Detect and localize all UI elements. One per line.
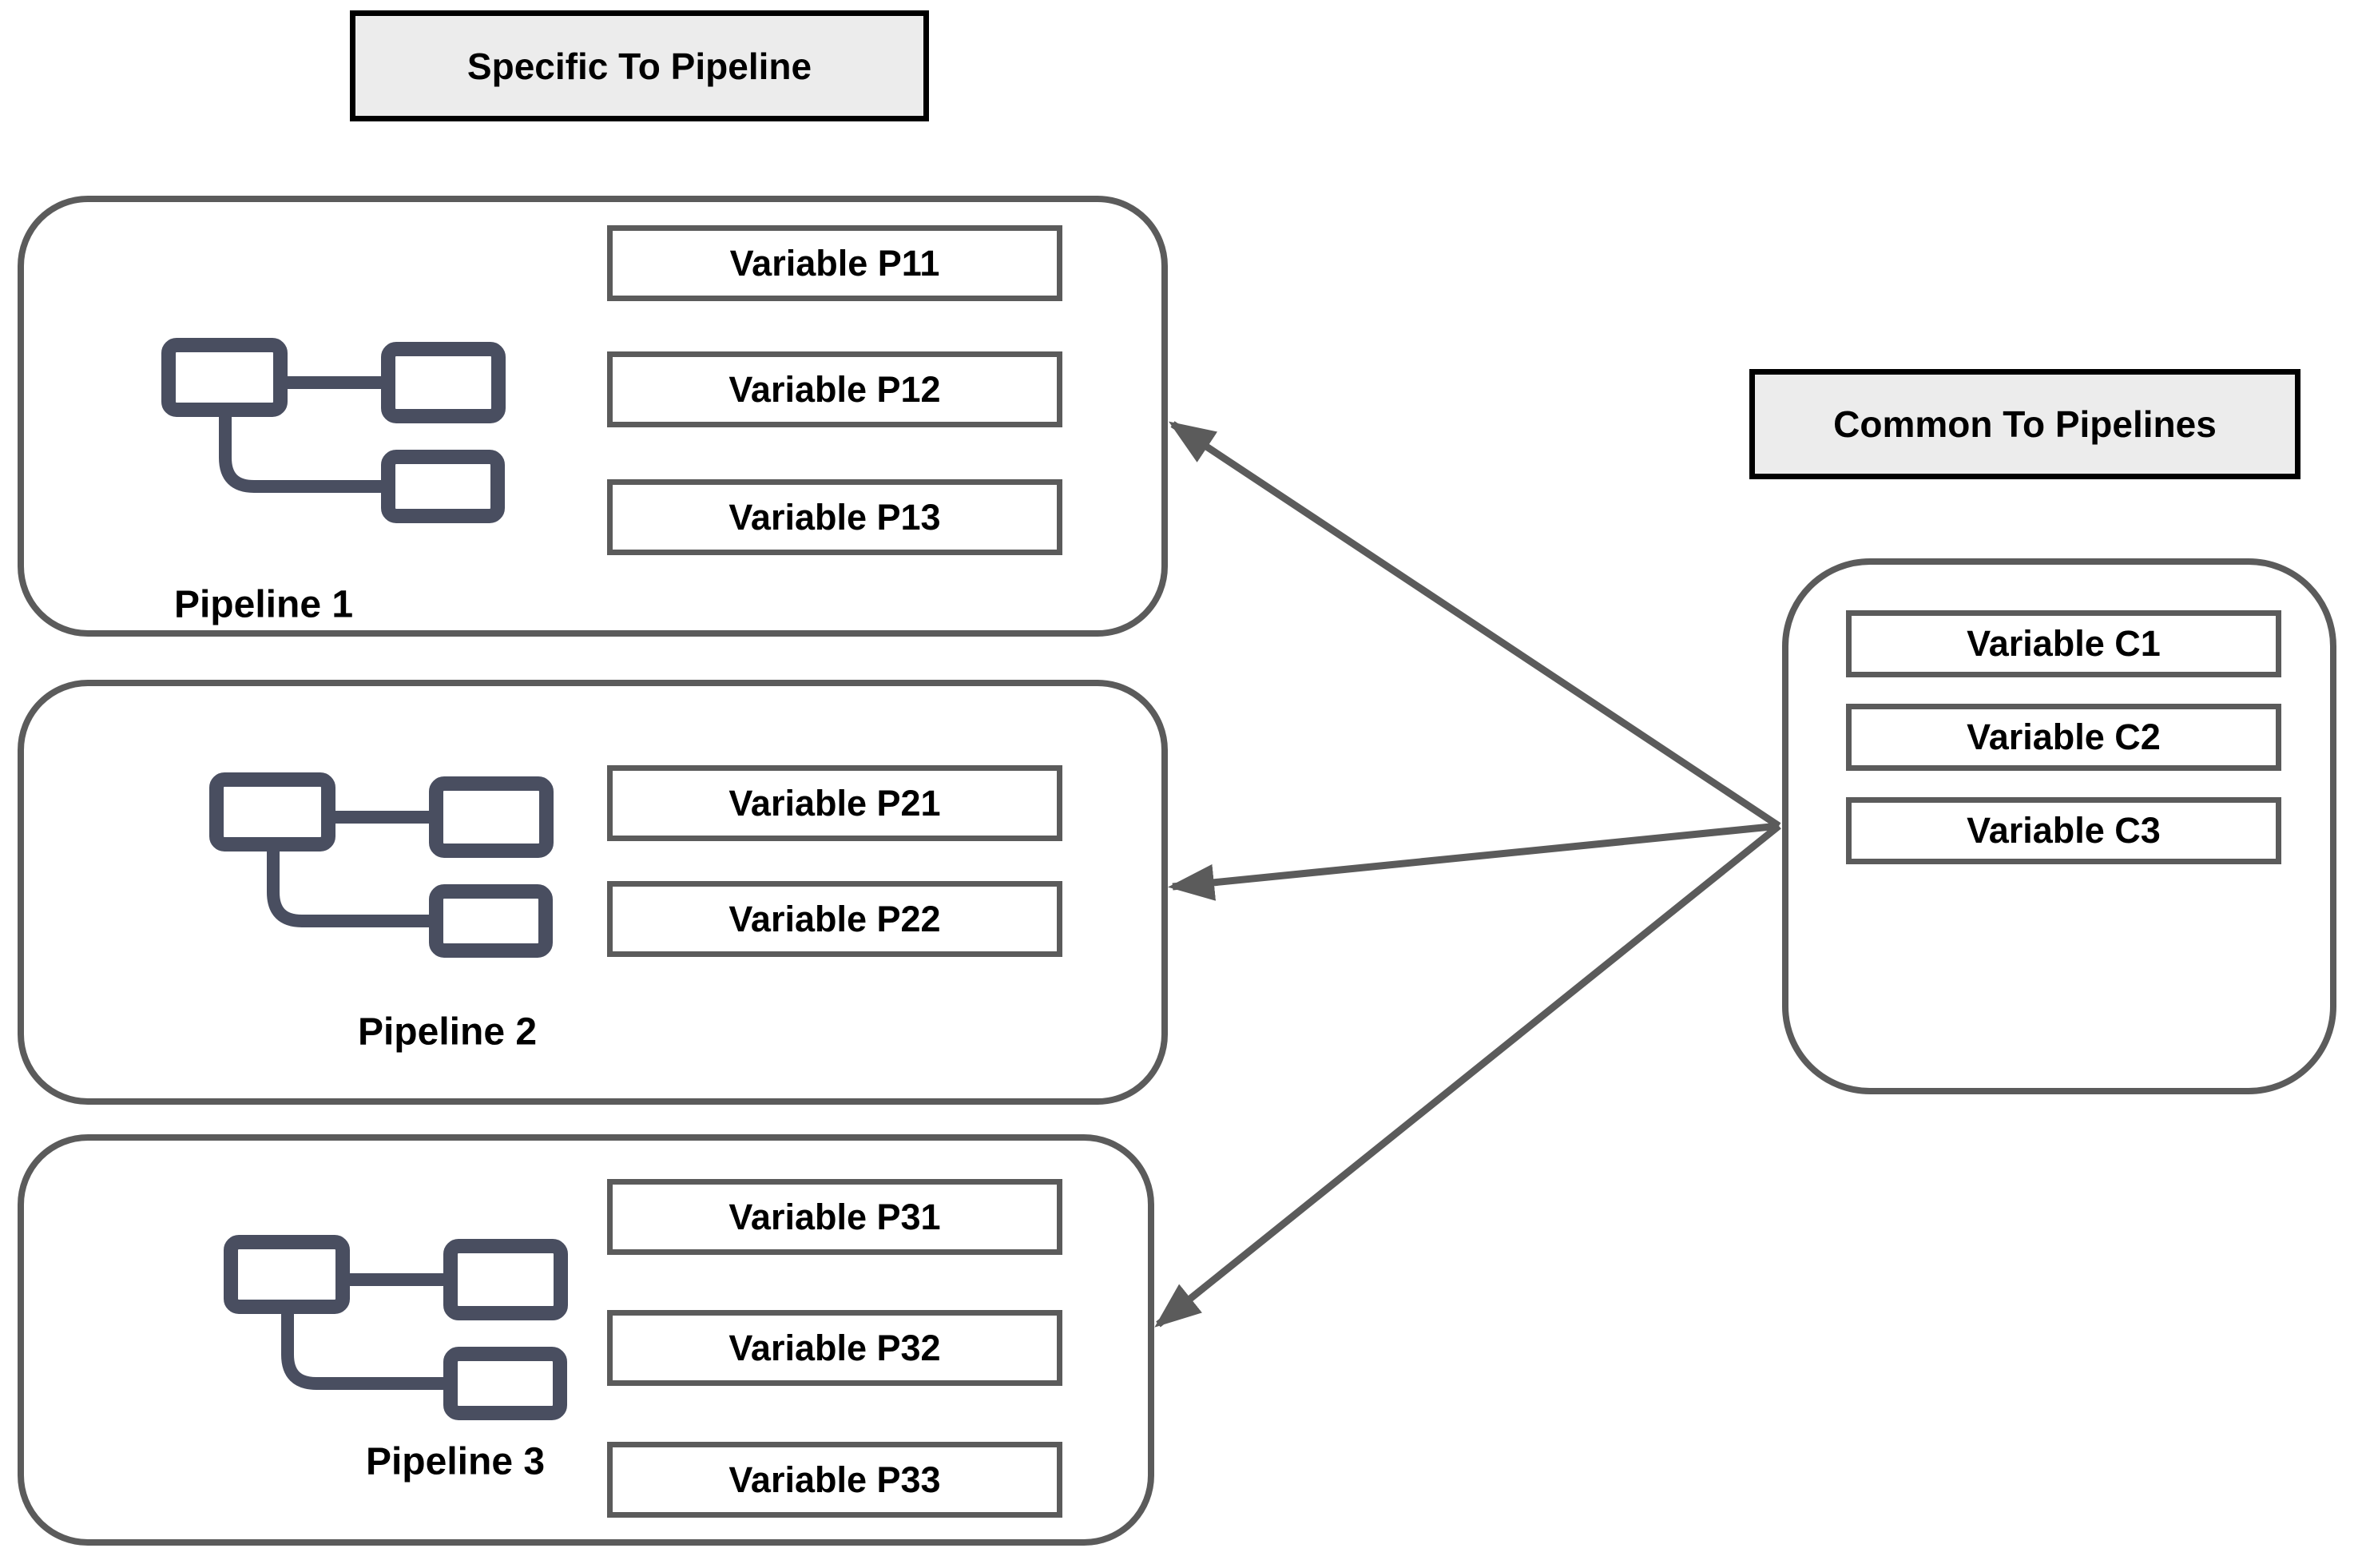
pipeline-2-label: Pipeline 2	[357, 1010, 538, 1054]
pipeline-flow-icon	[161, 338, 506, 523]
variable-p31-box: Variable P31	[607, 1179, 1062, 1255]
pipeline-1-label: Pipeline 1	[173, 583, 354, 626]
pipeline-flow-icon	[209, 772, 554, 958]
variable-p11-box: Variable P11	[607, 225, 1062, 301]
variable-p12-box: Variable P12	[607, 351, 1062, 427]
arrow-common-to-pipeline-3	[1154, 823, 1781, 1328]
variable-p32-box: Variable P32	[607, 1310, 1062, 1386]
variable-p22-box: Variable P22	[607, 881, 1062, 957]
arrow-common-to-pipeline-2	[1168, 822, 1780, 901]
variable-c3-box: Variable C3	[1846, 797, 2281, 864]
variable-c1-box: Variable C1	[1846, 610, 2281, 677]
variable-p13-box: Variable P13	[607, 479, 1062, 555]
common-to-pipelines-title: Common To Pipelines	[1749, 369, 2300, 479]
variable-c2-box: Variable C2	[1846, 704, 2281, 771]
variable-p33-box: Variable P33	[607, 1442, 1062, 1518]
pipeline-3-label: Pipeline 3	[365, 1440, 546, 1483]
variable-p21-box: Variable P21	[607, 765, 1062, 841]
specific-to-pipeline-title: Specific To Pipeline	[350, 10, 929, 121]
pipeline-flow-icon	[224, 1235, 568, 1420]
arrow-common-to-pipeline-1	[1168, 421, 1781, 829]
